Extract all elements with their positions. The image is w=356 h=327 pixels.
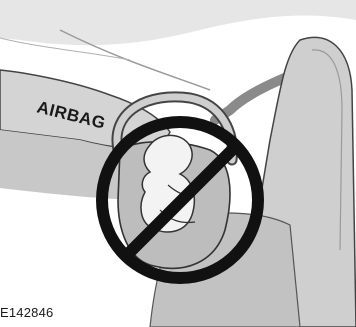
figure-number: E142846: [0, 305, 53, 320]
